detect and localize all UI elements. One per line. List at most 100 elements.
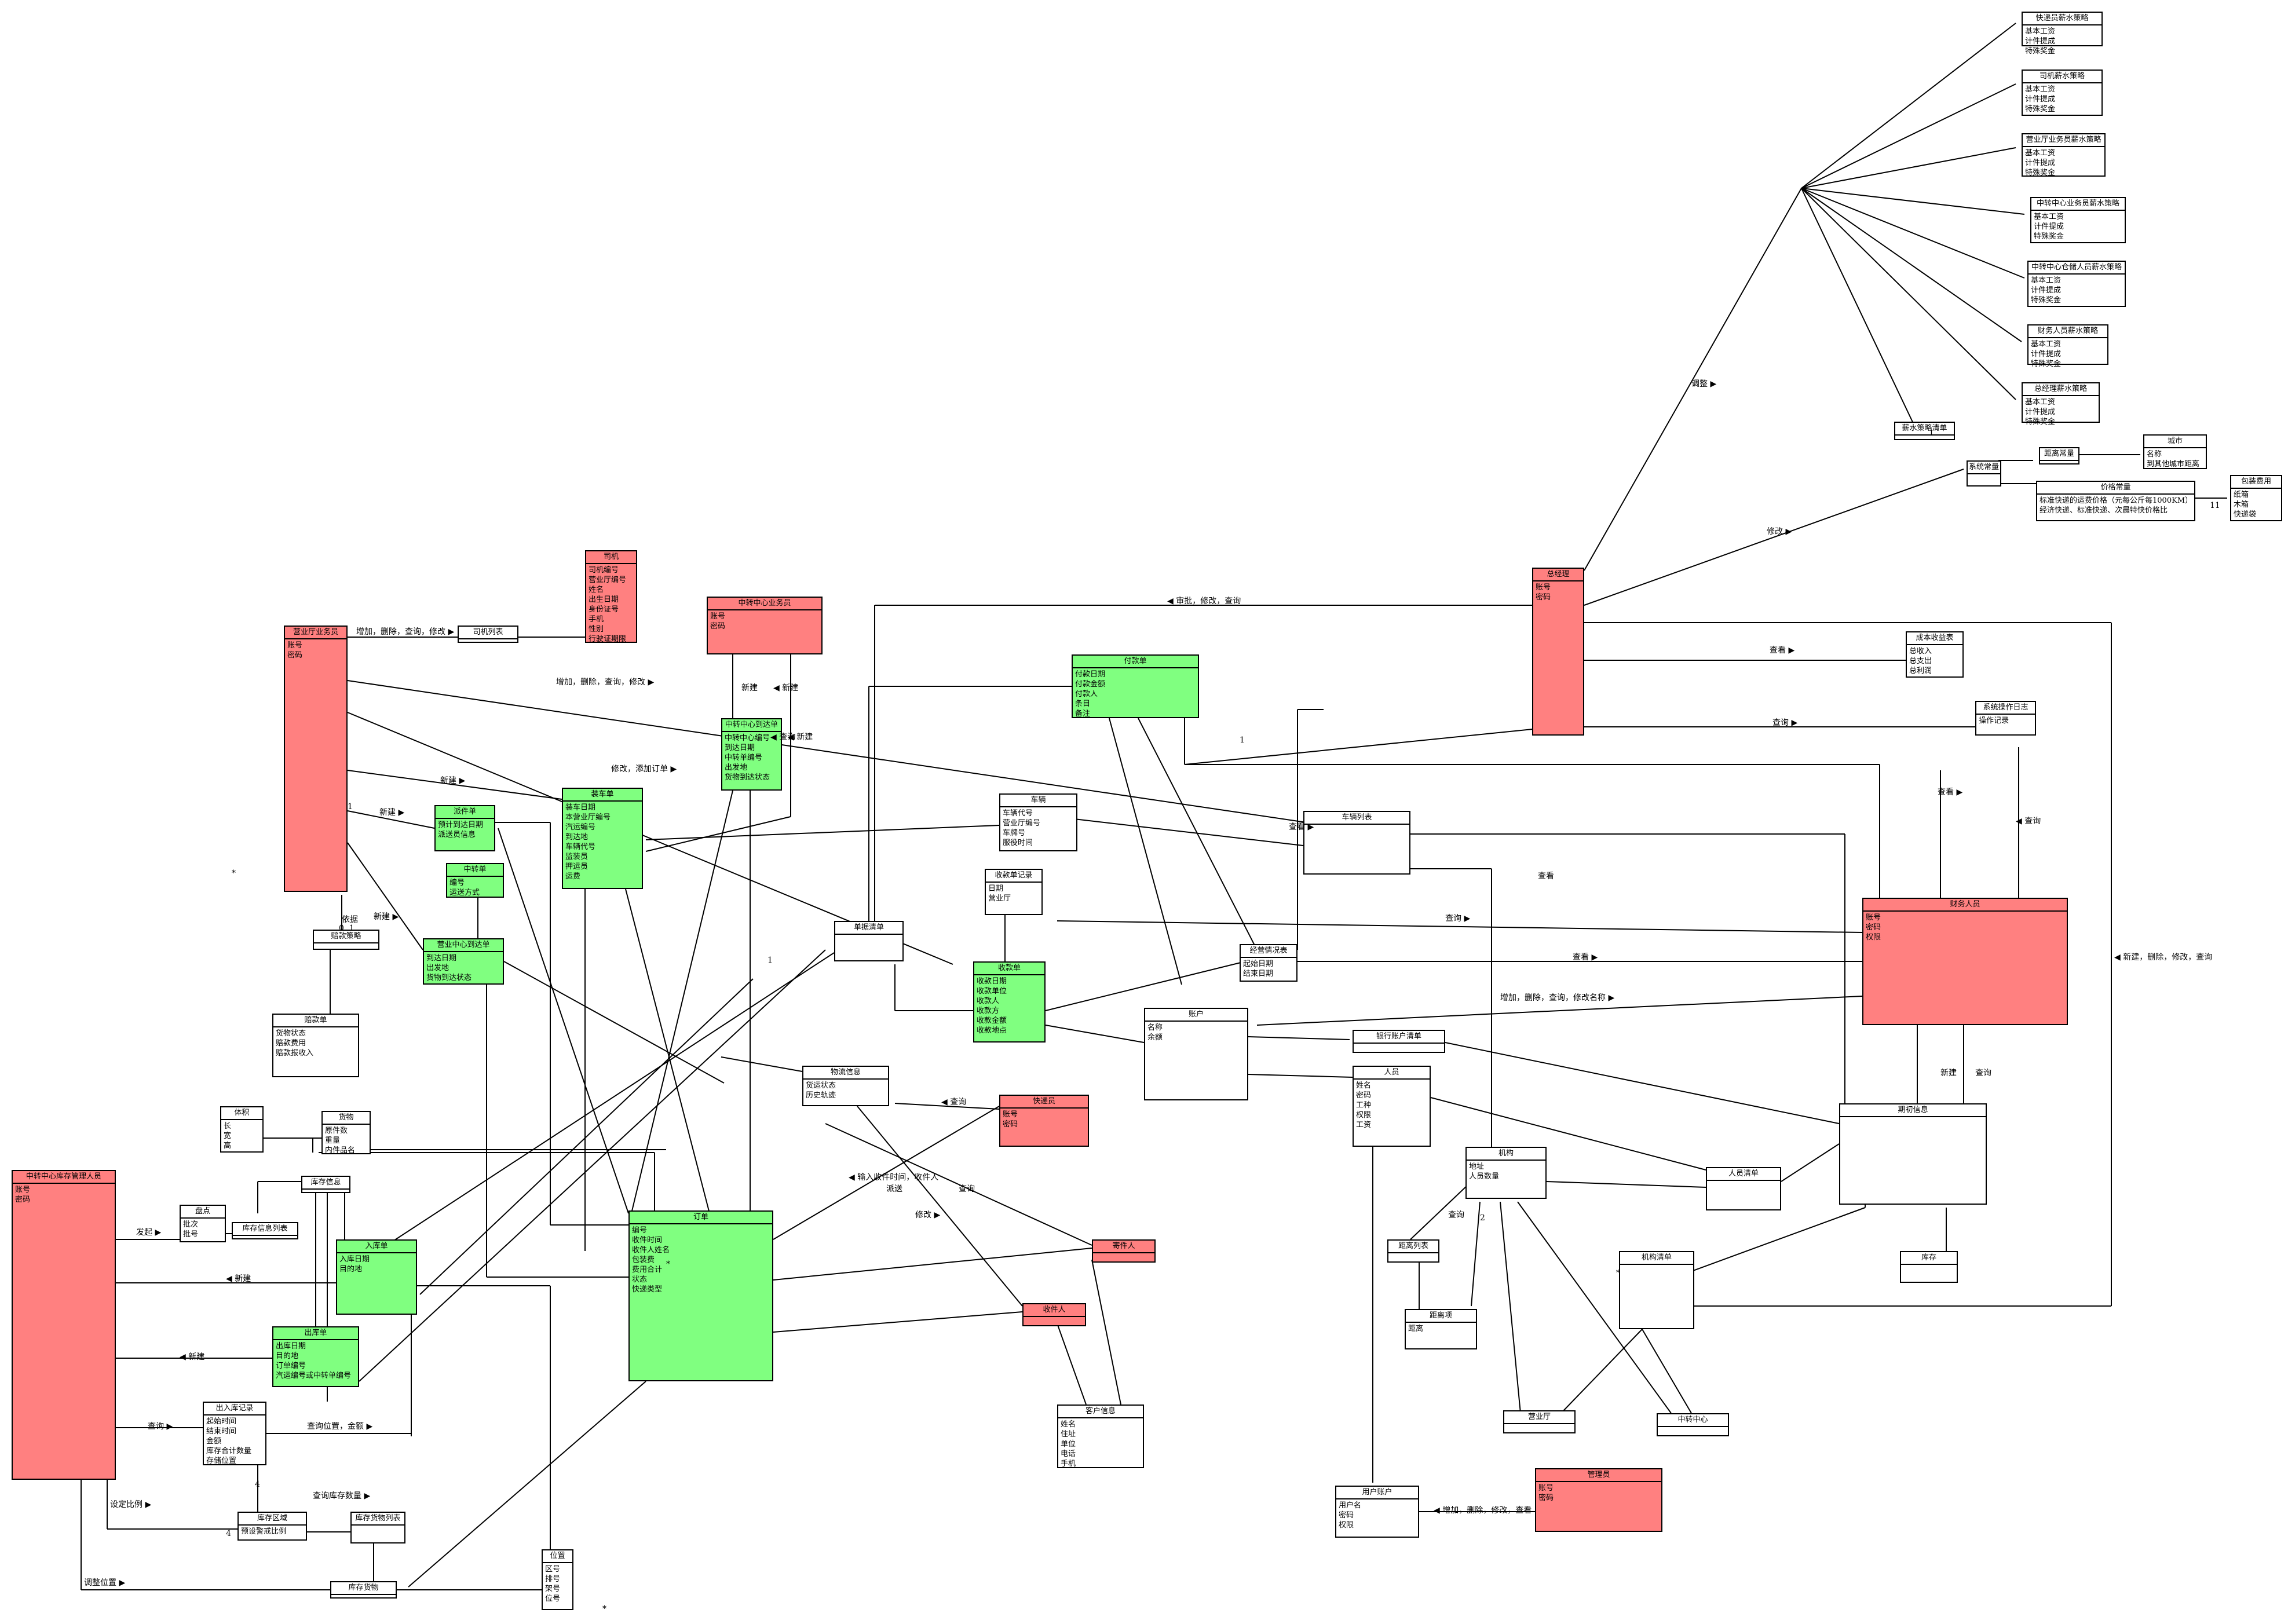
association-label: 2: [1480, 1213, 1485, 1223]
class-attribute: 密码: [15, 1195, 31, 1204]
class-attribute: 密码: [1339, 1511, 1354, 1520]
class-attributes: [1093, 1253, 1154, 1256]
class-attribute: 电话: [1061, 1450, 1076, 1458]
class-box-zzcg: 中转中心库存管理人员账号密码: [12, 1170, 116, 1480]
class-box-cs: 城市名称到其他城市距离: [2143, 434, 2207, 469]
association-label: 发起 ▶: [136, 1228, 162, 1237]
association-label: ◀ 增加，删除，修改，查看: [1434, 1506, 1532, 1515]
class-attribute: 账号: [710, 612, 726, 621]
association-label: 修改，添加订单 ▶: [611, 765, 677, 774]
class-name: 薪水策略清单: [1895, 423, 1954, 436]
class-attribute: 基本工资: [2031, 276, 2062, 285]
class-attribute: 监装员: [565, 853, 589, 861]
association-label: 查看 ▶: [1770, 646, 1795, 655]
class-box-kchwlb: 库存货物列表: [350, 1512, 405, 1543]
association-label: 查询 ▶: [1445, 914, 1471, 923]
class-attribute: 押运员: [565, 862, 589, 871]
class-name: 快递员: [1000, 1096, 1088, 1109]
class-attribute: 本营业厅编号: [565, 813, 611, 822]
association-label: *: [1616, 1268, 1620, 1278]
class-box-ryqd: 人员清单: [1706, 1167, 1781, 1210]
class-name: 体积: [221, 1107, 262, 1120]
class-attribute: 编号: [632, 1226, 648, 1235]
class-name: 中转单: [447, 864, 503, 877]
association-label: 查询: [959, 1184, 975, 1194]
class-attribute: 收款地点: [977, 1026, 1007, 1035]
class-box-sjr: 收件人: [1022, 1303, 1086, 1326]
class-name: 营业厅业务员: [285, 627, 346, 639]
class-box-gly: 管理员账号密码: [1535, 1468, 1662, 1532]
association-label: *: [232, 869, 236, 878]
class-box-jyqk: 经营情况表起始日期结束日期: [1240, 944, 1297, 982]
class-box-qcxx: 期初信息: [1839, 1103, 1987, 1205]
class-attribute: 余额: [1147, 1033, 1163, 1042]
class-attribute: 纸箱: [2234, 491, 2249, 499]
class-box-rkd: 入库单入库日期目的地: [336, 1239, 417, 1315]
class-attribute: 包装费: [632, 1256, 655, 1264]
class-attribute: 身份证号: [589, 605, 619, 614]
class-attribute: 货运状态: [806, 1081, 836, 1090]
class-name: 位置: [543, 1550, 572, 1563]
class-box-yyt2: 营业厅: [1503, 1410, 1576, 1433]
class-name: 账户: [1145, 1009, 1247, 1022]
class-name: 库存信息: [302, 1177, 349, 1190]
class-name: 车辆列表: [1304, 812, 1409, 825]
class-name: 装车单: [563, 789, 642, 802]
class-attribute: 货物到达状态: [426, 974, 472, 982]
class-name: 中转中心仓储人员薪水策略: [2029, 262, 2125, 275]
association-label: 新建 ▶: [374, 912, 399, 921]
class-attribute: 距离: [1408, 1325, 1424, 1333]
class-attribute: 运送方式: [449, 888, 480, 897]
class-name: 客户信息: [1058, 1406, 1143, 1418]
association-label: 4: [255, 1480, 260, 1489]
association-label: ◀ 新建: [788, 733, 813, 742]
class-attribute: 经济快递、标准快递、次晨特快价格比: [2040, 506, 2168, 515]
class-box-jgcl: 价格常量标准快递的运费价格（元每公斤每1000KM）经济快递、标准快递、次晨特快…: [2036, 481, 2195, 521]
association-label: 4: [226, 1529, 231, 1538]
association-label: 1: [348, 802, 353, 811]
class-name: 寄件人: [1093, 1241, 1154, 1253]
class-box-pkd: 赔款单货物状态赔款费用赔款报收入: [272, 1014, 359, 1077]
class-attributes: [459, 639, 517, 642]
class-name: 人员清单: [1707, 1168, 1780, 1181]
class-attributes: [352, 1526, 404, 1528]
association-label: ◀ 新建: [773, 683, 799, 693]
association-label: 1: [1240, 736, 1245, 745]
class-name: 单据清单: [835, 922, 902, 935]
class-attribute: 账号: [1538, 1484, 1554, 1493]
class-name: 营业中心到达单: [424, 939, 503, 952]
class-name: 库存: [1901, 1252, 1957, 1265]
class-attribute: 基本工资: [2034, 213, 2064, 221]
class-attribute: 备注: [1075, 709, 1091, 718]
class-attributes: 名称余额: [1145, 1022, 1247, 1044]
class-name: 赔款策略: [314, 931, 378, 943]
class-attribute: 计件提成: [2025, 37, 2056, 46]
class-attributes: [1707, 1181, 1780, 1183]
class-attribute: 高: [224, 1142, 232, 1150]
class-name: 中转中心业务员薪水策略: [2031, 198, 2125, 211]
class-attributes: 预设警戒比例: [239, 1526, 306, 1538]
class-name: 库存区域: [239, 1513, 306, 1526]
class-attributes: 标准快递的运费价格（元每公斤每1000KM）经济快递、标准快递、次晨特快价格比: [2037, 495, 2194, 517]
class-attributes: 编号运送方式: [447, 877, 503, 899]
class-name: 库存货物列表: [352, 1513, 404, 1526]
class-attribute: 账号: [1866, 913, 1881, 922]
class-attributes: 车辆代号营业厅编号车牌号服役时间: [1000, 807, 1076, 849]
class-attribute: 快递袋: [2234, 510, 2257, 519]
class-attribute: 营业厅编号: [589, 576, 627, 584]
class-attribute: 名称: [1147, 1023, 1163, 1032]
class-box-bzfy: 包装费用纸箱木箱快递袋: [2230, 475, 2282, 521]
class-attributes: [1620, 1265, 1693, 1267]
association-label: 增加，删除，查询，修改 ▶: [556, 678, 655, 687]
class-attributes: [233, 1236, 297, 1238]
class-attribute: 日期: [988, 884, 1004, 893]
class-attributes: 距离: [1406, 1323, 1476, 1335]
class-name: 司机: [586, 551, 636, 564]
class-attribute: 到达地: [565, 833, 589, 842]
class-box-ry: 人员姓名密码工种权限工资: [1353, 1066, 1431, 1147]
class-box-cl: 车辆车辆代号营业厅编号车牌号服役时间: [999, 793, 1077, 851]
class-attribute: 到达日期: [725, 744, 755, 752]
association-label: 查看: [1538, 872, 1554, 881]
class-name: 财务人员: [1863, 899, 2067, 912]
